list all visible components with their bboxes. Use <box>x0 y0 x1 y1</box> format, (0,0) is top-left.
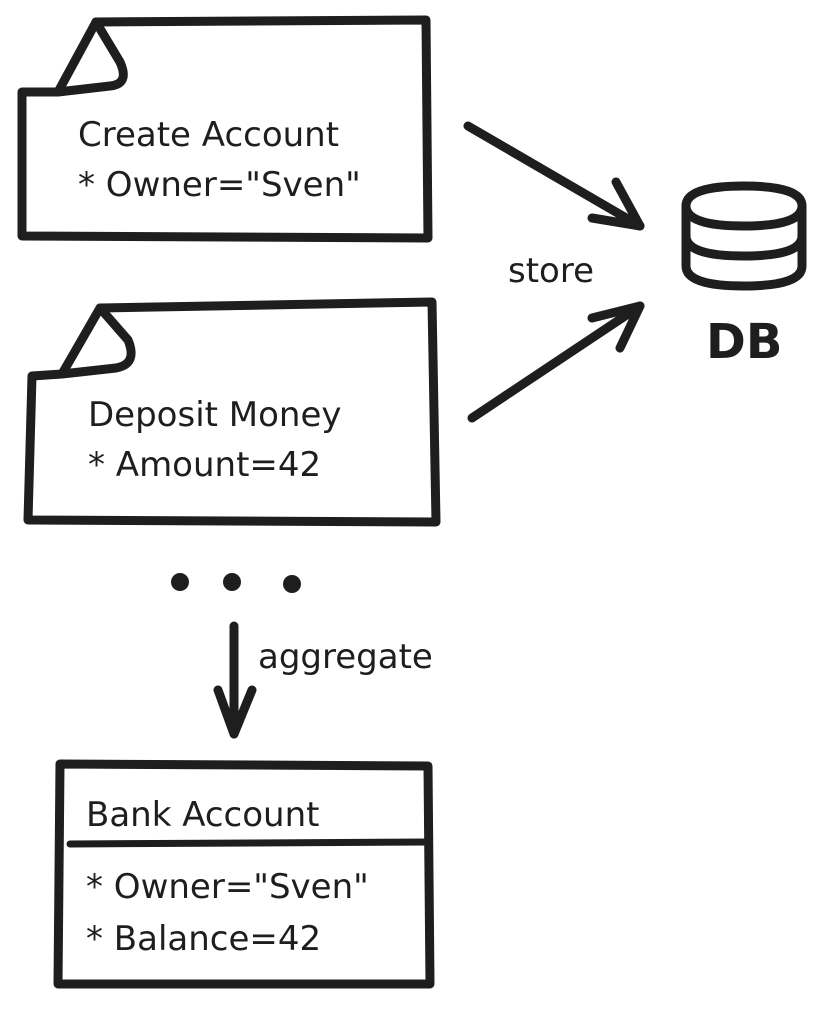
event-title: Deposit Money <box>88 395 342 435</box>
entity-title: Bank Account <box>86 795 319 835</box>
entity-outline <box>53 759 435 989</box>
folded-corner-icon <box>57 303 136 379</box>
event-field: * Owner="Sven" <box>78 165 361 205</box>
database-icon: DB <box>681 181 807 370</box>
event-field: * Amount=42 <box>88 445 321 485</box>
aggregate-label: aggregate <box>258 637 433 677</box>
event-card-deposit-money: Deposit Money * Amount=42 <box>23 297 441 527</box>
event-title: Create Account <box>78 115 339 155</box>
bank-account-entity: Bank Account * Owner="Sven" * Balance=42 <box>53 759 435 989</box>
arrow-create-to-db <box>463 121 645 231</box>
store-arrows: store <box>463 121 645 423</box>
arrowhead-icon <box>587 177 645 231</box>
ellipsis-icon <box>171 573 301 593</box>
arrow-deposit-to-db <box>467 301 645 423</box>
folded-corner-icon <box>53 17 128 97</box>
arrowhead-icon <box>587 301 645 353</box>
event-card-create-account: Create Account * Owner="Sven" <box>17 15 433 243</box>
entity-field: * Balance=42 <box>86 919 321 959</box>
arrowhead-icon <box>213 685 257 739</box>
entity-divider <box>66 838 432 848</box>
entity-field: * Owner="Sven" <box>86 867 369 907</box>
store-label: store <box>508 251 594 291</box>
aggregate-arrow: aggregate <box>213 621 433 739</box>
db-label: DB <box>706 314 782 370</box>
